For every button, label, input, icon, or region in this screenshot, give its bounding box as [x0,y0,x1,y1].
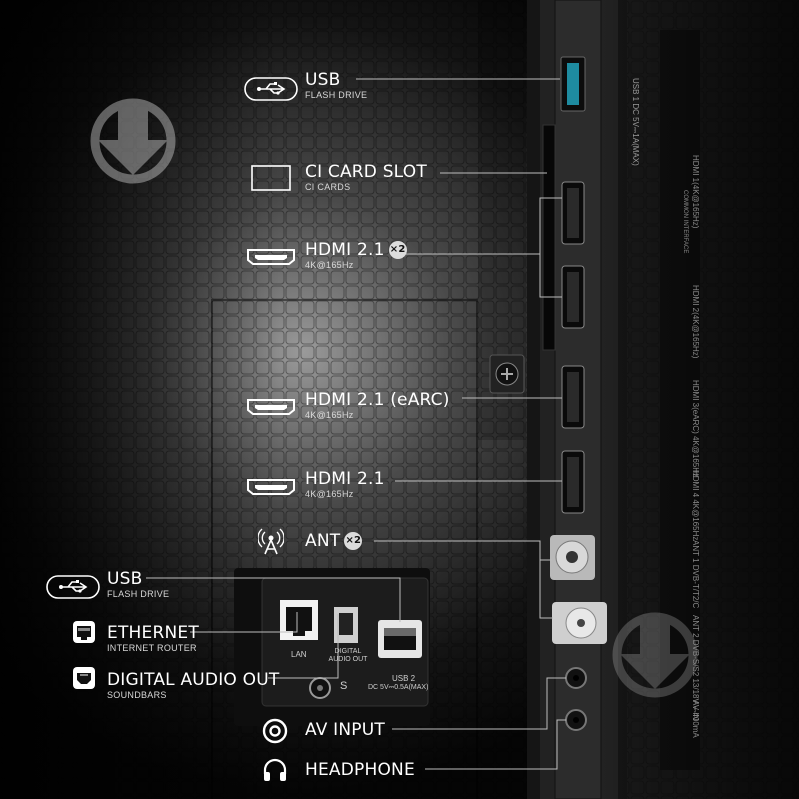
label-usb-bottom: USB FLASH DRIVE [107,569,169,600]
label-headphone: HEADPHONE [305,760,415,780]
hdmi-4-icon [246,477,296,502]
headphone-jack [565,709,587,731]
label-usb-bottom-sub: FLASH DRIVE [107,589,170,599]
usb-top-port [560,56,586,112]
side-print-usb1: USB 1 DC 5V⎓1A(MAX) [631,78,640,166]
label-hdmi1-sub: 4K@165Hz [305,260,354,270]
hdmi-port-1 [561,181,585,245]
antenna-icon [257,528,285,561]
leader-lines [146,78,566,770]
download-watermark-icon [90,98,176,184]
label-ethernet: ETHERNET INTERNET ROUTER [107,623,199,654]
panel-label-lan: LAN [291,650,307,659]
label-ci-card-slot: CI CARD SLOT CI CARDS [305,162,427,193]
label-digital-audio-out: DIGITAL AUDIO OUT SOUNDBARS [107,670,279,701]
label-usb-top-sub: FLASH DRIVE [305,90,368,100]
label-digital-sub: SOUNDBARS [107,690,167,700]
hdmi-icon [246,247,296,272]
hdmi-earc-icon [246,397,296,422]
label-ant-title: ANT [305,531,341,551]
usb-bottom-icon [46,575,100,604]
side-print-hdmi2: HDMI 2(4K@165Hz) [691,285,700,359]
side-print-ant1: ANT 1 DVB-T/T2/C [691,540,700,609]
hdmi-port-3 [561,365,585,429]
antenna-port-1 [550,535,595,580]
bottom-connector-panel [234,568,430,726]
label-usb-top: USB FLASH DRIVE [305,70,367,101]
label-hdmi-earc: HDMI 2.1 (eARC) 4K@165Hz [305,390,450,421]
side-print-hdmi1: HDMI 1(4K@165Hz) [691,155,700,229]
side-print-hdmi3: HDMI 3(eARC) 4K@165Hz [691,380,700,478]
side-print-hdmi4: HDMI 4 4K@165Hz [691,470,700,541]
hdmi-port-4 [561,450,585,514]
label-ethernet-title: ETHERNET [107,623,199,643]
panel-label-usb2: USB 2 [392,674,416,683]
side-print-av-in: AV IN [691,700,700,721]
label-usb-top-title: USB [305,70,341,90]
label-ci-sub: CI CARDS [305,182,351,192]
download-watermark-icon-2 [612,612,698,698]
panel-label-digital-audio-out: DIGITAL AUDIO OUT [328,648,368,663]
label-hdmi4-title: HDMI 2.1 [305,469,385,489]
label-hdmi4-sub: 4K@165Hz [305,489,354,499]
ci-slot [542,124,556,351]
label-ci-title: CI CARD SLOT [305,162,427,182]
ci-card-icon [251,165,291,196]
av-jack [565,667,587,689]
label-ant: ANT×2 [305,531,363,551]
optical-icon [72,666,96,695]
label-hdmi-earc-title: HDMI 2.1 (eARC) [305,390,450,410]
label-hdmi1-title: HDMI 2.1 [305,240,385,260]
antenna-port-2 [552,602,607,644]
screw-mount [489,354,525,394]
label-ant-badge: ×2 [344,532,363,550]
label-av-title: AV INPUT [305,720,385,740]
hdmi-port-2 [561,265,585,329]
panel-label-s: S [340,680,348,692]
ethernet-icon [72,620,96,649]
label-hdmi-1: HDMI 2.1×2 4K@165Hz [305,240,407,271]
label-hdmi-earc-sub: 4K@165Hz [305,410,354,420]
label-digital-title: DIGITAL AUDIO OUT [107,670,280,690]
av-icon [262,718,288,749]
label-hdmi-4: HDMI 2.1 4K@165Hz [305,469,385,500]
side-print-common-interface: COMMON INTERFACE [682,190,688,254]
label-usb-bottom-title: USB [107,569,143,589]
label-hdmi1-badge: ×2 [388,241,407,259]
panel-label-usb2-spec: DC 5V⎓0.5A(MAX) [368,684,429,691]
label-headphone-title: HEADPHONE [305,760,415,780]
headphone-icon [262,757,288,788]
label-av-input: AV INPUT [305,720,385,740]
label-ethernet-sub: INTERNET ROUTER [107,643,197,653]
usb-icon [244,77,298,106]
